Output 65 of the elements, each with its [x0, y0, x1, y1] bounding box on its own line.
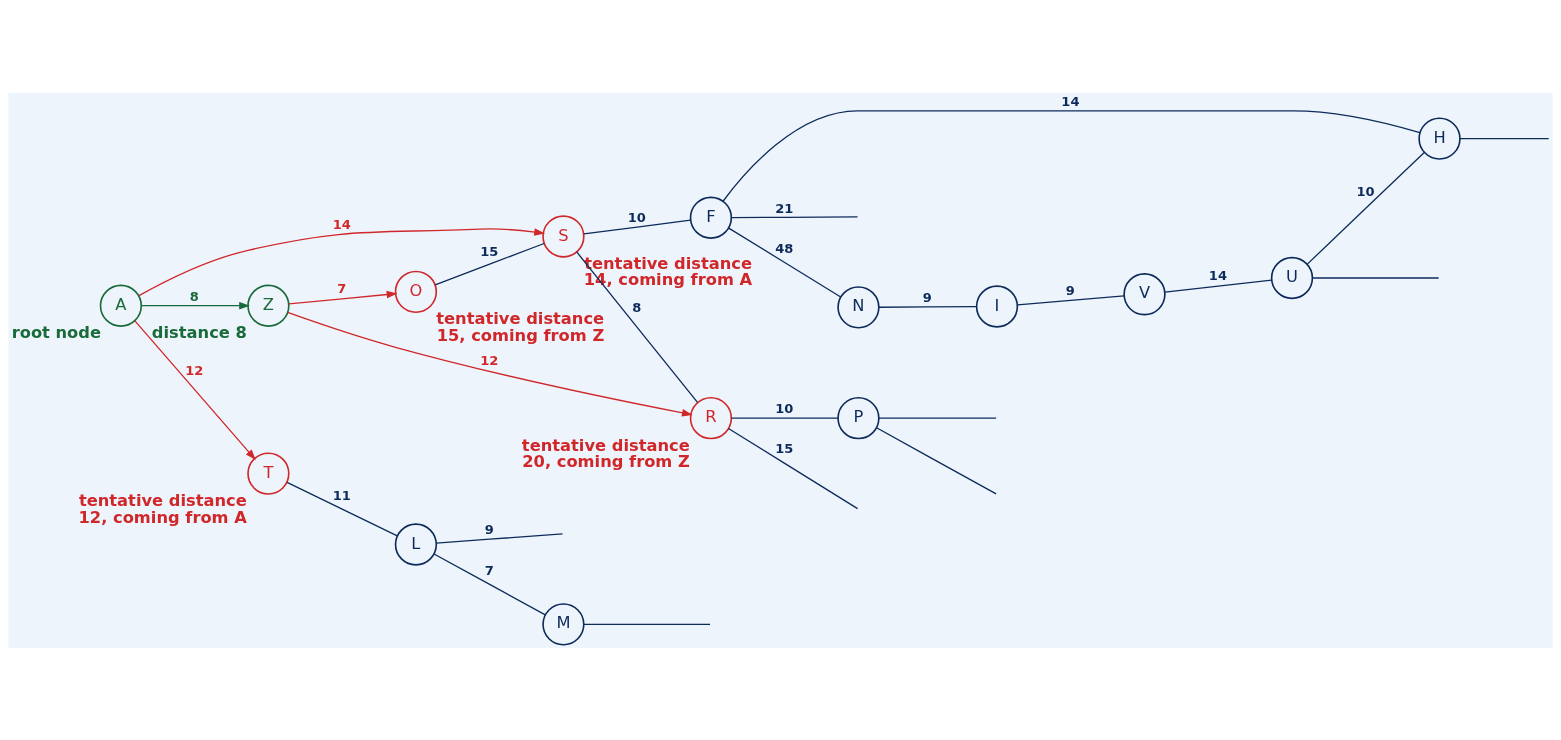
connector	[728, 227, 842, 298]
node-circle: O	[394, 270, 438, 313]
connector	[583, 623, 711, 625]
node-circle: V	[1123, 272, 1166, 315]
node-circle: S	[542, 214, 585, 258]
connector	[433, 552, 546, 616]
node-label: tentative distance 12, coming from A	[78, 490, 247, 526]
connector	[286, 481, 398, 536]
edge-label: 12	[480, 352, 499, 368]
edge-label: 10	[775, 400, 794, 416]
connector	[583, 219, 692, 235]
edge-label: 15	[775, 440, 794, 456]
node-label: tentative distance 20, coming from Z	[521, 435, 690, 471]
edge-label: 9	[484, 521, 494, 537]
node-circle: L	[394, 522, 438, 566]
edge-label: 48	[775, 240, 794, 256]
connector	[875, 426, 997, 495]
node-label: distance 8	[151, 322, 247, 342]
connector	[576, 250, 699, 403]
node-circle: Z	[247, 284, 290, 327]
node-circle: T	[247, 451, 290, 495]
connector	[730, 417, 839, 419]
node-circle: A	[99, 284, 143, 327]
connector	[1016, 294, 1125, 306]
node-circle: M	[542, 602, 585, 646]
edge-label: 8	[632, 299, 642, 315]
edge-label: 21	[775, 200, 794, 216]
edge-label: 9	[922, 289, 932, 305]
node-circle: H	[1418, 116, 1461, 160]
connector	[1306, 151, 1425, 265]
edge-label: 10	[1356, 183, 1375, 199]
edge-label: 11	[332, 487, 351, 503]
arrow	[134, 319, 256, 460]
arrow	[288, 290, 398, 304]
node-label: root node	[11, 322, 102, 342]
connector	[722, 109, 1421, 202]
edge-label: 8	[189, 288, 199, 304]
connector	[1311, 276, 1440, 279]
edge-label: 12	[185, 362, 204, 378]
arrow	[138, 227, 545, 296]
connector	[435, 532, 564, 544]
node-circle: F	[689, 196, 733, 239]
node-circle: N	[837, 285, 880, 329]
connector	[1164, 279, 1273, 293]
arrow	[140, 301, 250, 309]
edge-label: 14	[332, 216, 351, 232]
connector	[878, 305, 978, 308]
edge-label: 15	[480, 243, 499, 259]
edge-label: 7	[484, 562, 494, 578]
node-circle: I	[975, 284, 1019, 328]
node-circle: R	[689, 396, 733, 439]
edge-label: 10	[627, 209, 646, 225]
connector	[730, 215, 859, 218]
node-circle: U	[1270, 256, 1314, 299]
connector	[878, 417, 997, 419]
connector	[1459, 137, 1550, 139]
edge-label: 9	[1065, 282, 1075, 298]
node-circle: P	[837, 396, 880, 439]
edge-label: 7	[337, 280, 347, 296]
edge-label: 14	[1208, 267, 1228, 283]
edge-label: 14	[1061, 93, 1080, 109]
connector	[727, 427, 859, 509]
node-label: tentative distance 15, coming from Z	[436, 308, 605, 345]
connector	[434, 242, 545, 285]
arrow	[287, 311, 693, 416]
